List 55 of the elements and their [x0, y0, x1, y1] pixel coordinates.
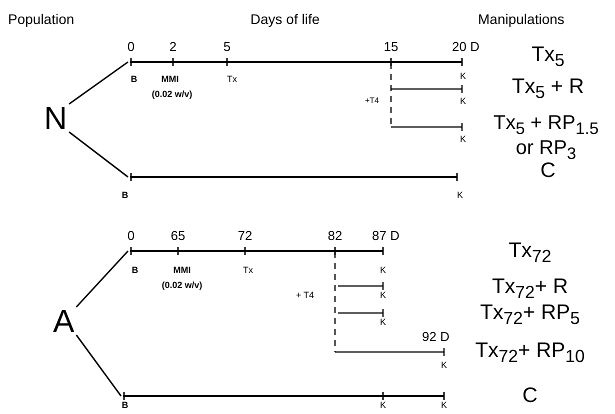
timeline-bar: [130, 176, 457, 178]
label: Tx$_{72}$: [508, 240, 552, 266]
label: K: [380, 401, 386, 410]
label: 72: [238, 229, 252, 242]
branch-line: [68, 131, 128, 178]
label: K: [460, 135, 466, 144]
label: B: [122, 191, 128, 200]
label: B: [132, 266, 138, 275]
label: MMI: [161, 75, 179, 84]
label: Tx: [243, 266, 253, 275]
timeline-bar: [123, 395, 444, 397]
label: C: [540, 160, 556, 181]
label: C: [522, 385, 538, 406]
label: Tx: [227, 75, 237, 84]
label: + T4: [296, 291, 314, 300]
column-heading: Population: [8, 12, 74, 26]
label: K: [460, 97, 466, 106]
label: K: [380, 266, 386, 275]
label: B: [130, 75, 138, 84]
label: K: [460, 72, 466, 81]
label: 15: [384, 40, 398, 53]
label: Tx$_{5}$ + RP$_{1.5}$ or RP$_{3}$: [492, 113, 600, 162]
label: Tx$_{5}$ + R: [512, 76, 584, 102]
label: K: [441, 361, 447, 370]
label: Tx$_{72}$+ RP$_{5}$: [480, 302, 580, 328]
population-label: A: [53, 305, 74, 337]
label: Tx$_{72}$+ R: [492, 276, 568, 302]
branch-line: [68, 61, 128, 105]
label: 5: [223, 40, 231, 53]
label: 0: [127, 40, 135, 53]
label: Tx$_{5}$: [531, 44, 565, 70]
label: B: [122, 401, 128, 410]
label: 0: [127, 229, 135, 242]
label: 87 D: [372, 229, 400, 242]
timeline-bar: [130, 250, 383, 252]
label: 92 D: [422, 330, 450, 343]
label: K: [380, 291, 386, 300]
branch-line: [76, 334, 122, 396]
label: K: [380, 318, 386, 327]
population-label: N: [44, 102, 68, 134]
column-heading: Manipulations: [478, 12, 564, 26]
column-heading: Days of life: [250, 12, 320, 26]
label: (0.02 w/v): [162, 281, 202, 290]
label: 2: [169, 40, 177, 53]
label: K: [457, 191, 463, 200]
label: Tx$_{72}$+ RP$_{10}$: [475, 340, 585, 366]
branch-line: [76, 250, 129, 308]
timeline-bar: [130, 61, 462, 63]
label: MMI: [173, 266, 191, 275]
label: 20 D: [452, 40, 480, 53]
label: K: [441, 401, 447, 410]
label: 65: [170, 229, 186, 242]
label: +T4: [365, 97, 379, 105]
label: (0.02 w/v): [152, 90, 192, 99]
label: 82: [328, 229, 342, 242]
